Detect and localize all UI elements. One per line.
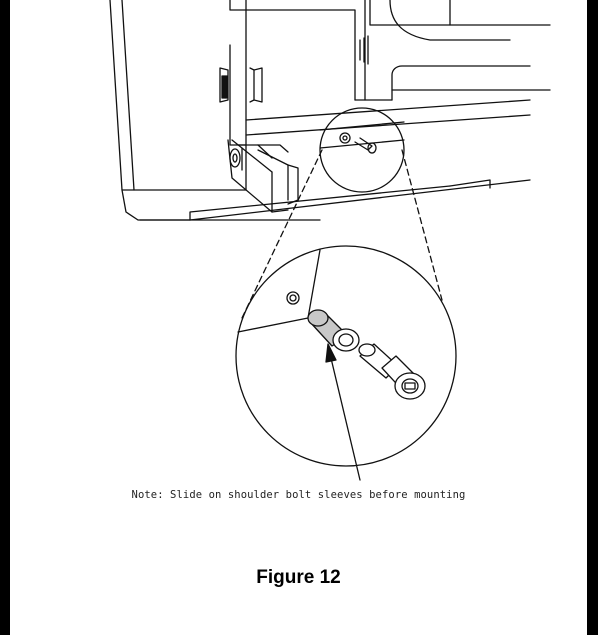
- assembly-illustration: [109, 0, 551, 481]
- figure-caption: Figure 12: [256, 567, 341, 588]
- mounting-bracket: [227, 139, 299, 213]
- mounting-note: Note: Slide on shoulder bolt sleeves bef…: [131, 489, 466, 501]
- detail-circle-small: [319, 107, 405, 193]
- shoulder-bolt-sleeve-icon: [307, 309, 360, 352]
- machine-body: [109, 0, 551, 221]
- detail-circle-large: [235, 245, 457, 467]
- shoulder-bolt-icon: [358, 343, 426, 400]
- side-panel: [219, 44, 263, 146]
- note-arrow: [325, 343, 361, 481]
- projection-lines: [241, 149, 443, 319]
- figure-panel: Note: Slide on shoulder bolt sleeves bef…: [10, 0, 587, 635]
- base-plate: [139, 99, 531, 221]
